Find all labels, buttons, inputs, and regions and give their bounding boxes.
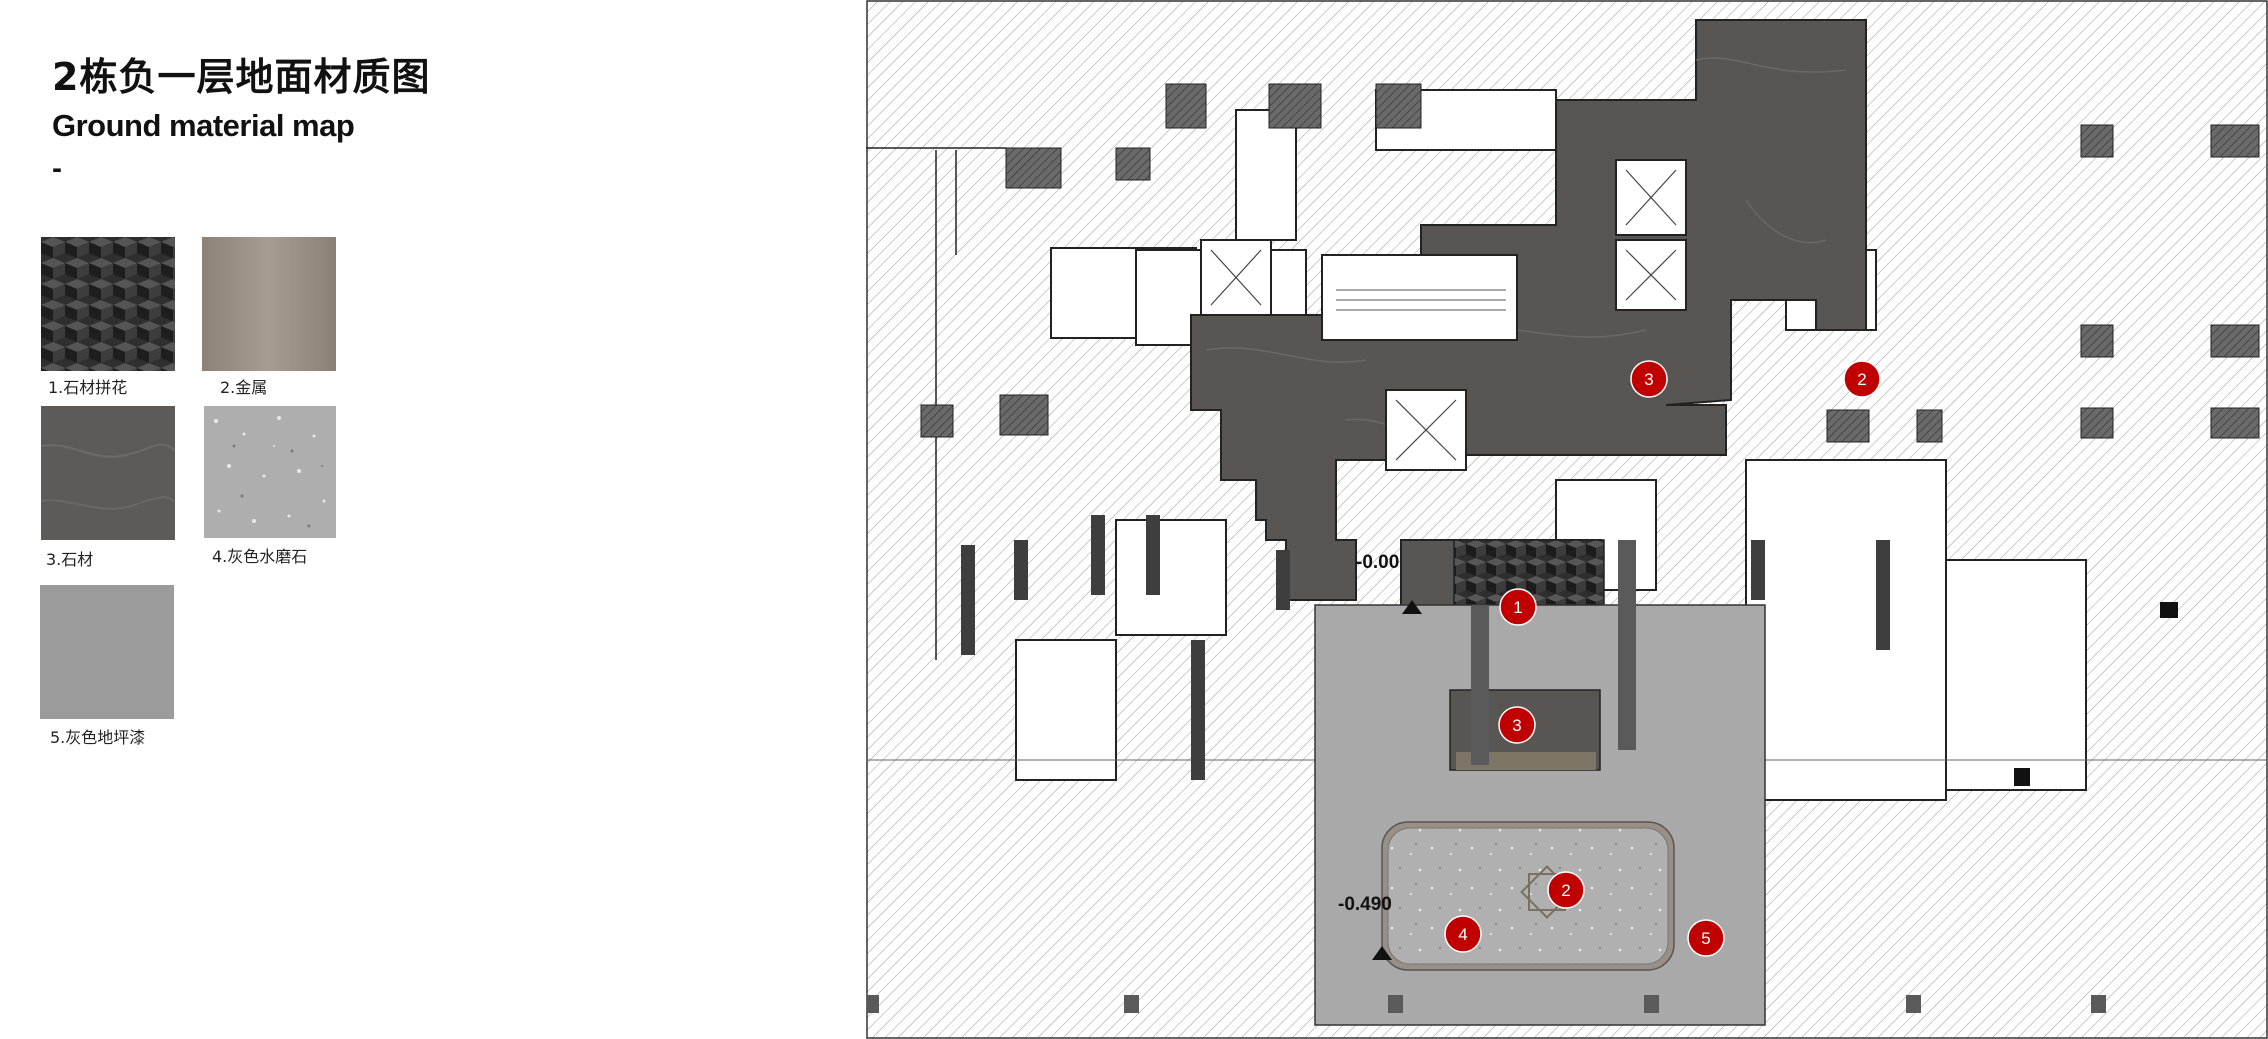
swatch-stone-mosaic (41, 237, 175, 371)
legend-label-2: 2.金属 (220, 378, 268, 397)
page-subtitle: Ground material map (52, 108, 355, 143)
callout-2-bottom-label: 2 (1561, 881, 1570, 900)
title-dash: - (52, 152, 62, 185)
callout-5 (1687, 919, 1725, 957)
level-label-2: -0.490 (1338, 894, 1392, 915)
callout-1-label: 1 (1513, 598, 1522, 617)
level-label-1: -0.00 (1356, 552, 1399, 573)
swatch-metal (202, 237, 336, 371)
swatch-grey-paint (40, 585, 174, 719)
callout-3-top-label: 3 (1644, 370, 1653, 389)
legend-label-3: 3.石材 (46, 550, 94, 569)
callout-2-top (1843, 360, 1881, 398)
callout-3-top (1630, 360, 1668, 398)
callout-3-bottom (1498, 706, 1536, 744)
legend-label-4: 4.灰色水磨石 (212, 547, 308, 566)
callout-2-bottom (1547, 871, 1585, 909)
callout-5-label: 5 (1701, 929, 1710, 948)
legend-label-1: 1.石材拼花 (48, 378, 128, 397)
legend-label-5: 5.灰色地坪漆 (50, 728, 146, 747)
callout-1 (1499, 588, 1537, 626)
level-marker-icon (1372, 600, 1422, 960)
swatch-terrazzo (204, 406, 336, 538)
callout-2-top-label: 2 (1857, 370, 1866, 389)
swatch-stone (41, 406, 175, 540)
callout-markers: 3 2 1 3 2 4 5 (1444, 360, 1881, 957)
callout-4-label: 4 (1458, 925, 1467, 944)
floor-plan: -0.00 -0.490 3 2 1 3 2 4 5 (866, 0, 2268, 1039)
callout-3-bottom-label: 3 (1512, 716, 1521, 735)
callout-4 (1444, 915, 1482, 953)
page-title: 2栋负一层地面材质图 (52, 55, 431, 99)
